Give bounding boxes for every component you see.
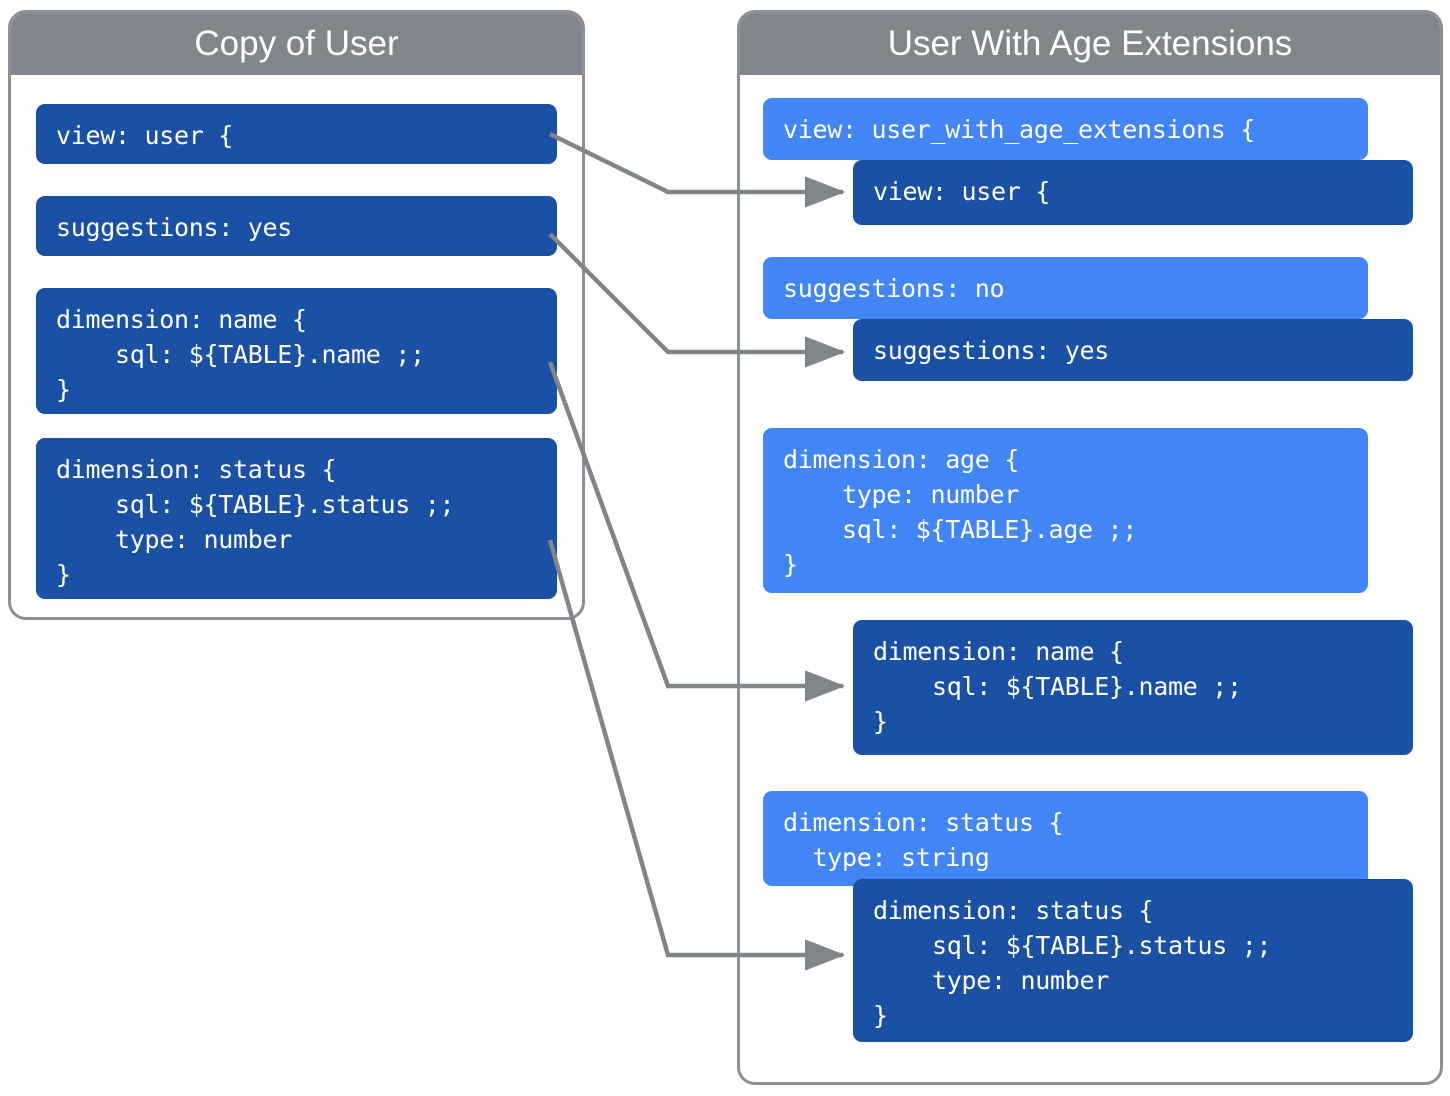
code-block-right-suggestions-no[interactable]: suggestions: no (763, 257, 1368, 319)
code-block-left-dimension-status[interactable]: dimension: status { sql: ${TABLE}.status… (36, 438, 557, 599)
code-block-right-dimension-age[interactable]: dimension: age { type: number sql: ${TAB… (763, 428, 1368, 593)
code-block-right-suggestions-yes[interactable]: suggestions: yes (853, 319, 1413, 381)
code-block-right-view-extended[interactable]: view: user_with_age_extensions { (763, 98, 1368, 160)
panel-title-copy-of-user: Copy of User (194, 24, 399, 63)
code-block-left-suggestions[interactable]: suggestions: yes (36, 196, 557, 256)
code-block-left-dimension-name[interactable]: dimension: name { sql: ${TABLE}.name ;; … (36, 288, 557, 414)
code-block-right-dimension-name[interactable]: dimension: name { sql: ${TABLE}.name ;; … (853, 620, 1413, 755)
panel-header-copy-of-user: Copy of User (11, 13, 582, 75)
code-block-right-dimension-status-dark[interactable]: dimension: status { sql: ${TABLE}.status… (853, 879, 1413, 1042)
panel-header-user-with-age-extensions: User With Age Extensions (740, 13, 1440, 75)
code-block-left-view[interactable]: view: user { (36, 104, 557, 164)
code-block-right-view-inherited[interactable]: view: user { (853, 160, 1413, 225)
panel-title-user-with-age-extensions: User With Age Extensions (887, 24, 1293, 63)
code-block-right-dimension-status-light[interactable]: dimension: status { type: string (763, 791, 1368, 886)
